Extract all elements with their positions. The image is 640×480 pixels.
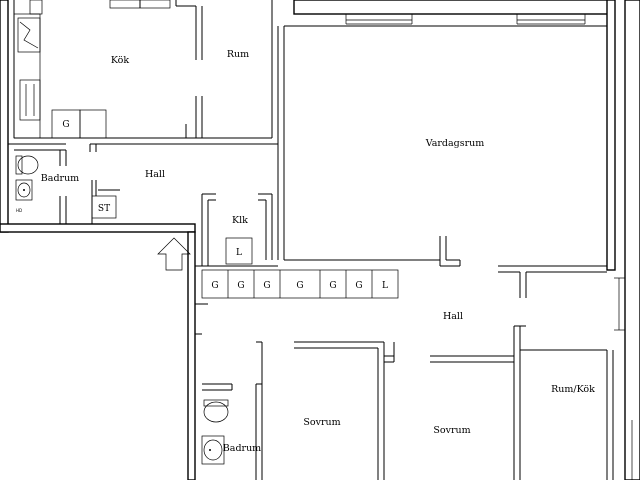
sink-icon: HD: [15, 179, 33, 213]
room-label-kok: Kök: [111, 55, 130, 66]
room-label-hall-mid: Hall: [443, 311, 463, 322]
room-label-sovrum-left: Sovrum: [303, 417, 340, 428]
interior-walls-bottom: [195, 325, 614, 480]
room-label-badrum-top: Badrum: [41, 173, 79, 184]
klk-locker-label: L: [236, 248, 242, 258]
closet-label: G: [237, 281, 244, 291]
storage-label: ST: [98, 204, 110, 214]
closet-label: G: [355, 281, 362, 291]
sink-tag: HD: [16, 208, 22, 213]
toilet-icon: [15, 155, 39, 175]
stove-icon: G: [62, 120, 69, 130]
arrow-up-icon: [157, 237, 191, 271]
room-label-klk: Klk: [232, 215, 248, 226]
closet-label: G: [263, 281, 270, 291]
toilet-icon: [203, 399, 229, 423]
closet-label: G: [211, 281, 218, 291]
room-label-sovrum-right: Sovrum: [433, 425, 470, 436]
room-label-hall-top: Hall: [145, 169, 165, 180]
room-label-vardagsrum: Vardagsrum: [425, 138, 485, 149]
room-label-rum-kok: Rum/Kök: [551, 384, 595, 395]
room-label-badrum-bottom: Badrum: [223, 443, 261, 454]
closet-label: G: [296, 281, 303, 291]
room-label-rum: Rum: [227, 49, 249, 60]
interior-walls-top: [8, 0, 615, 298]
closet-label: G: [329, 281, 336, 291]
closet-label: L: [382, 281, 388, 291]
closet-row: [195, 269, 399, 305]
sink-icon: [201, 435, 225, 465]
